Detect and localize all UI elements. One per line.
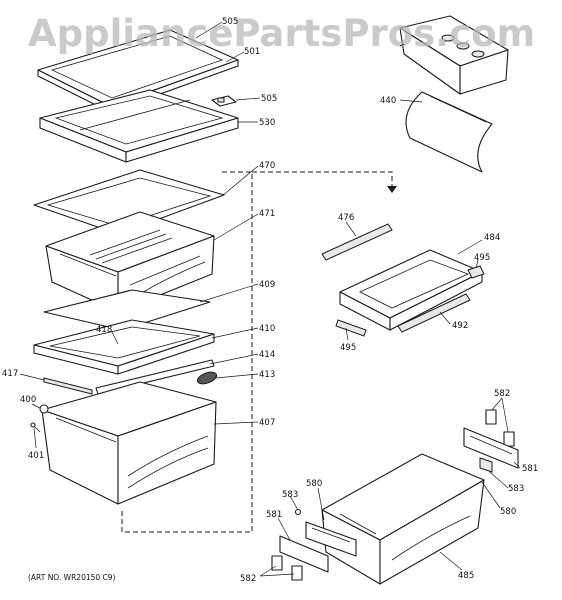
callout-495-bottom: 495 (340, 343, 356, 353)
arrow-down-icon (387, 186, 397, 193)
roller-413 (196, 371, 218, 385)
callout-582-bottom: 582 (240, 574, 256, 584)
callout-484: 484 (484, 233, 500, 243)
callout-583-right: 583 (508, 484, 524, 494)
callout-418: 418 (96, 325, 112, 335)
shelf-frame-530 (39, 89, 239, 163)
callout-410: 410 (259, 324, 275, 334)
lower-pan-407 (41, 381, 217, 505)
callout-530: 530 (259, 118, 275, 128)
callout-401: 401 (28, 451, 44, 461)
dashed-route-top (252, 171, 393, 186)
slide-581-left (279, 535, 329, 573)
screw-583-left (294, 508, 302, 516)
callout-495-top: 495 (474, 253, 490, 263)
rod-417 (43, 377, 93, 395)
callout-417: 417 (2, 369, 18, 379)
callout-581-left: 581 (266, 510, 282, 520)
callout-409: 409 (259, 280, 275, 290)
callout-582-top: 582 (494, 389, 510, 399)
clip-505 (211, 95, 237, 107)
bracket-582-bottom (271, 555, 303, 581)
cover-484 (339, 249, 483, 331)
leader-lines (19, 21, 521, 577)
callout-440: 440 (380, 96, 396, 106)
drawer-485 (321, 453, 485, 585)
frame-410 (33, 319, 215, 375)
callout-492: 492 (452, 321, 468, 331)
callout-501: 501 (244, 47, 260, 57)
callout-580-left: 580 (306, 479, 322, 489)
bumper-400 (39, 404, 49, 414)
rail-414 (95, 359, 215, 395)
callout-471: 471 (259, 209, 275, 219)
hardware-583-right (479, 457, 493, 473)
callout-413: 413 (259, 370, 275, 380)
clip-495-bottom (335, 319, 367, 337)
callout-581-right: 581 (522, 464, 538, 474)
callout-476: 476 (338, 213, 354, 223)
callout-414: 414 (259, 350, 275, 360)
rail-476 (321, 223, 393, 261)
watermark-text: AppliancePartsPros.com (28, 12, 535, 55)
slide-581-right (463, 427, 519, 469)
callout-470: 470 (259, 161, 275, 171)
callout-580-right: 580 (500, 507, 516, 517)
callout-485: 485 (458, 571, 474, 581)
curved-panel-440 (405, 91, 493, 173)
callout-505: 505 (222, 17, 238, 27)
art-number: (ART NO. WR20150 C9) (28, 573, 116, 582)
glass-409 (43, 289, 211, 331)
callout-583-left: 583 (282, 490, 298, 500)
rail-580-left (305, 521, 357, 557)
callout-400: 400 (20, 395, 36, 405)
rail-492 (397, 293, 471, 333)
pan-cover-frame-470 (33, 169, 225, 235)
callout-505-clip: 505 (261, 94, 277, 104)
screw-401 (30, 422, 41, 433)
callout-407: 407 (259, 418, 275, 428)
dashed-route (121, 171, 253, 533)
egg-bin-505 (399, 15, 509, 95)
